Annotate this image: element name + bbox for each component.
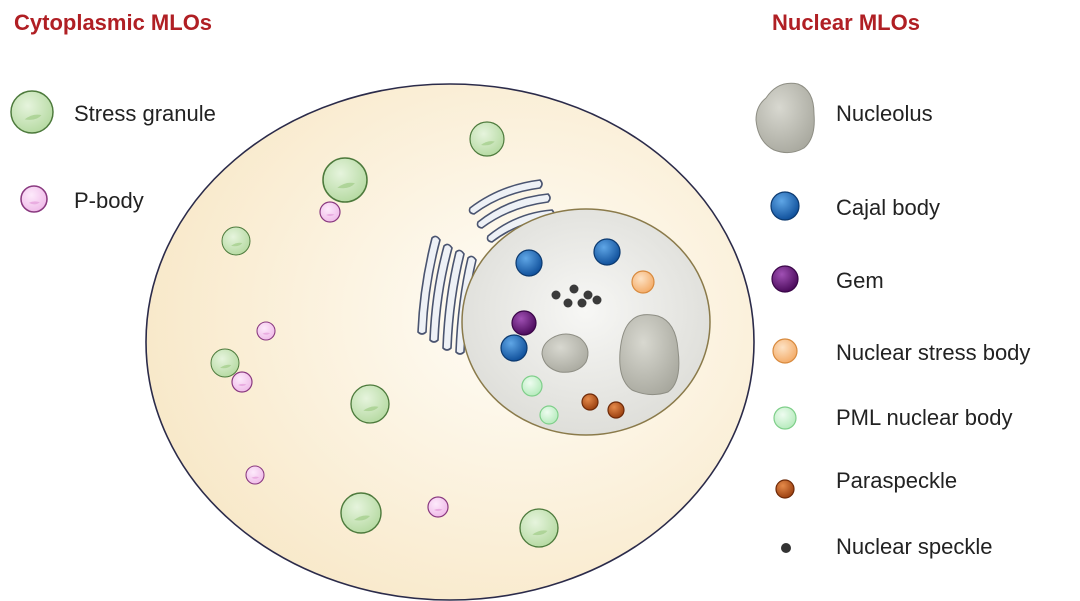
stress-granule — [222, 227, 250, 255]
legend-label-paraspeckle: Paraspeckle — [836, 468, 958, 493]
legend-label-nucleolus: Nucleolus — [836, 101, 933, 126]
nuclear-speckle-icon — [781, 543, 791, 553]
nuclear-stress-body-icon — [772, 338, 798, 364]
cajal-body — [500, 334, 528, 362]
p-body-icon — [21, 186, 47, 212]
stress-granule — [351, 385, 389, 423]
nucleolus-large — [619, 314, 680, 396]
nuclear-speckle — [592, 295, 602, 305]
legend-label-gem: Gem — [836, 268, 884, 293]
pml-nuclear-body — [521, 375, 543, 397]
cajal-body — [593, 238, 621, 266]
nucleolus-small — [541, 333, 589, 373]
paraspeckle-icon — [775, 479, 795, 499]
nuclear-speckle — [563, 298, 573, 308]
legend-label-cajal-body: Cajal body — [836, 195, 940, 220]
pml-nuclear-body — [539, 405, 559, 425]
p-body — [232, 372, 252, 392]
legend-label-stress-granule: Stress granule — [74, 101, 216, 126]
cajal-body-icon — [770, 191, 800, 221]
paraspeckle — [581, 393, 599, 411]
gem — [511, 310, 537, 336]
nuclear-speckle — [569, 284, 579, 294]
nucleolus-icon — [755, 82, 815, 154]
p-body — [246, 466, 264, 484]
stress-granule — [520, 509, 558, 547]
cytoplasmic-mlos-heading: Cytoplasmic MLOs — [14, 10, 213, 35]
cajal-body — [515, 249, 543, 277]
legend-label-nuclear-speckle: Nuclear speckle — [836, 534, 993, 559]
nuclear-mlos-heading: Nuclear MLOs — [772, 10, 920, 35]
p-body — [257, 322, 275, 340]
gem-icon — [771, 265, 799, 293]
nuclear-speckle — [583, 290, 593, 300]
legend-label-p-body: P-body — [74, 188, 144, 213]
legend-label-nuclear-stress-body: Nuclear stress body — [836, 340, 1031, 365]
stress-granule — [323, 158, 367, 202]
paraspeckle — [607, 401, 625, 419]
stress-granule — [341, 493, 381, 533]
p-body — [428, 497, 448, 517]
nuclear-stress-body — [631, 270, 655, 294]
stress-granule-icon — [11, 91, 53, 133]
stress-granule — [211, 349, 239, 377]
nuclear-speckle-cluster — [551, 284, 602, 308]
pml-nuclear-body-icon — [773, 406, 797, 430]
nuclear-speckle — [577, 298, 587, 308]
stress-granule — [470, 122, 504, 156]
nuclear-speckle — [551, 290, 561, 300]
p-body — [320, 202, 340, 222]
legend-label-pml-nuclear-body: PML nuclear body — [836, 405, 1013, 430]
